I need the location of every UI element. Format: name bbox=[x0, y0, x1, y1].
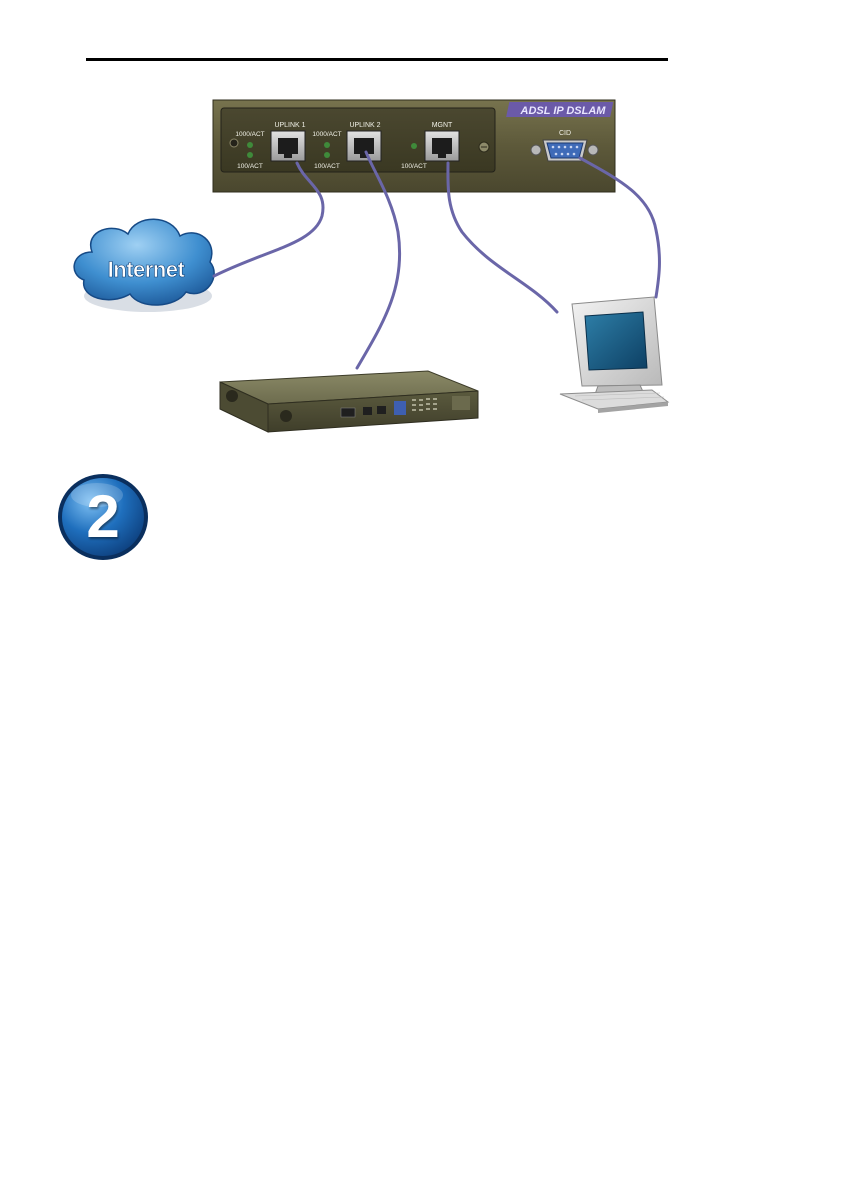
dslam-panel: ADSL IP DSLAM 1000/ACT 100/ACT UPLINK 1 … bbox=[213, 100, 615, 192]
step-number: 2 bbox=[55, 471, 151, 563]
connection-diagram: ADSL IP DSLAM 1000/ACT 100/ACT UPLINK 1 … bbox=[0, 0, 841, 470]
led-1000-uplink1 bbox=[247, 142, 253, 148]
internet-cloud-icon: Internet bbox=[74, 219, 214, 312]
led-100-uplink2 bbox=[324, 152, 330, 158]
port-label-uplink1: UPLINK 1 bbox=[274, 122, 305, 129]
led-label-100-uplink2: 100/ACT bbox=[314, 163, 340, 170]
led-label-100-uplink1: 100/ACT bbox=[237, 163, 263, 170]
console-label: CID bbox=[559, 130, 571, 137]
led-label-1000-uplink1: 1000/ACT bbox=[235, 131, 264, 138]
led-100-uplink1 bbox=[247, 152, 253, 158]
reset-hole bbox=[230, 139, 238, 147]
internet-label: Internet bbox=[108, 257, 186, 282]
port-label-mgnt: MGNT bbox=[432, 122, 453, 129]
led-1000-uplink2 bbox=[324, 142, 330, 148]
led-mgnt bbox=[411, 143, 417, 149]
network-device-icon bbox=[220, 371, 478, 432]
led-label-100-mgnt: 100/ACT bbox=[401, 163, 427, 170]
port-label-uplink2: UPLINK 2 bbox=[349, 122, 380, 129]
computer-icon bbox=[560, 297, 668, 413]
brand-label: ADSL IP DSLAM bbox=[520, 105, 607, 117]
led-label-1000-uplink2: 1000/ACT bbox=[312, 131, 341, 138]
step-badge: 2 bbox=[55, 471, 151, 563]
